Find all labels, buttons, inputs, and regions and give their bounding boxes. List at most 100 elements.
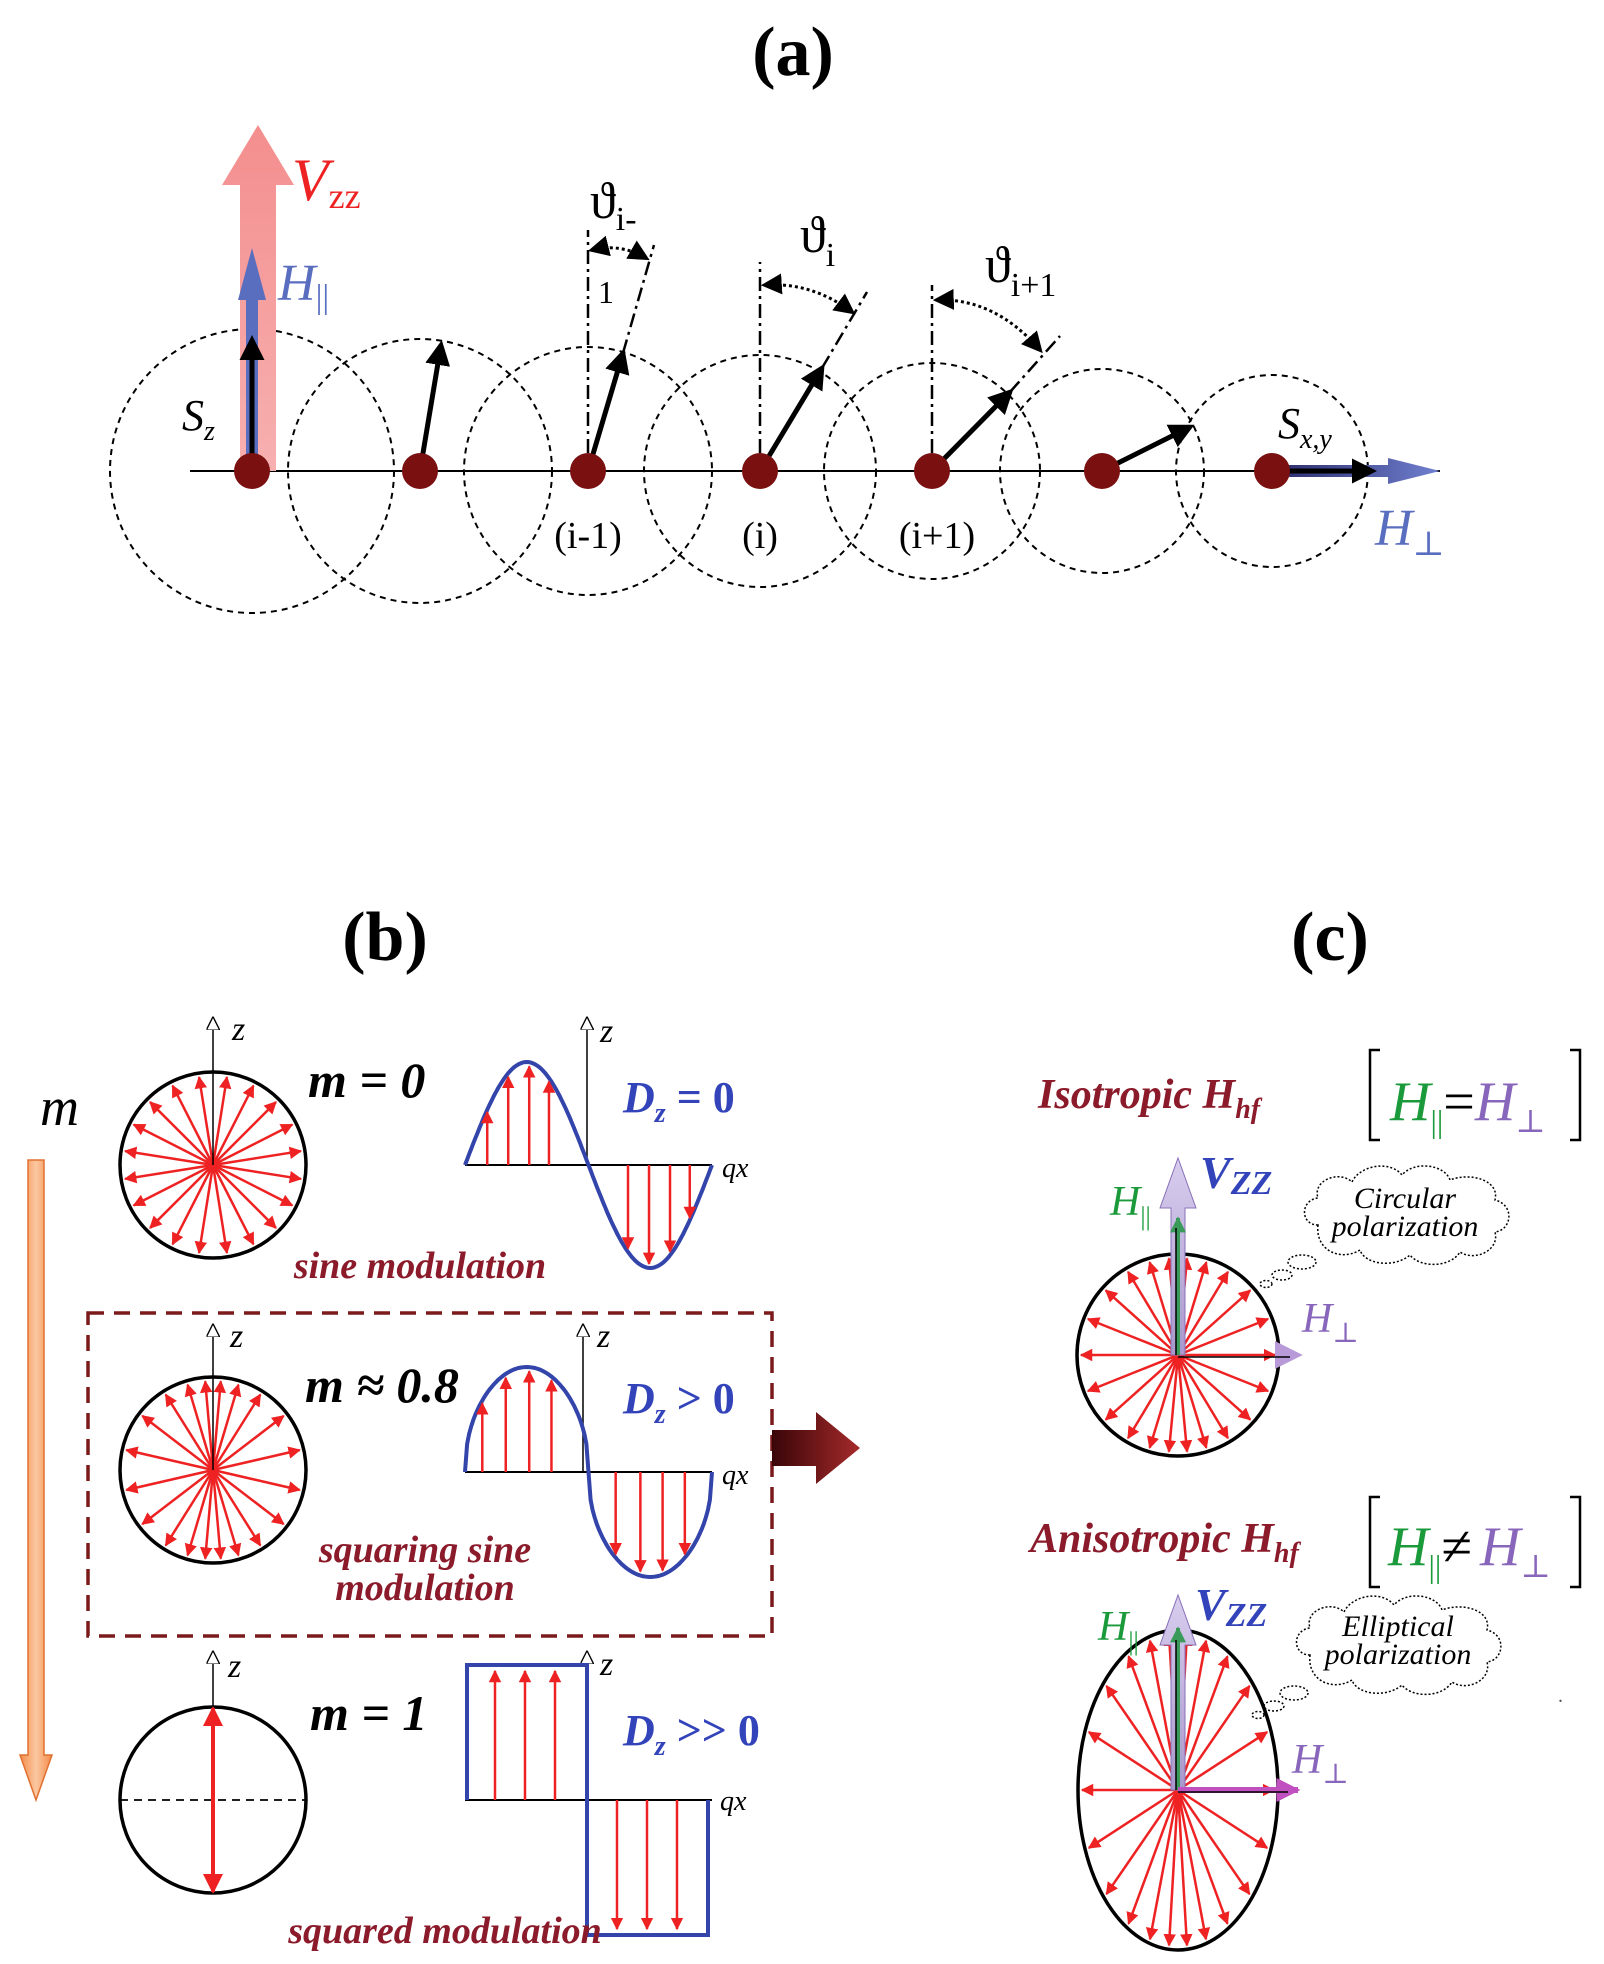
panel-b: (b) m z m = 0 z qx Dz = 0 sine modulatio… (18, 899, 860, 1952)
iso-relation: H||=H⊥ (1368, 1048, 1582, 1142)
sxy-label: Sx,y (1278, 399, 1332, 455)
spin-fan-arrow (1176, 1655, 1230, 1791)
angle-label-i: ϑi (800, 207, 835, 274)
dz-label: Dz = 0 (622, 1073, 735, 1129)
spin-fan-arrow (1087, 1731, 1179, 1792)
site-dots (234, 453, 1290, 489)
spin-fan-arrow (141, 1469, 214, 1526)
spin-direction-line (1009, 335, 1061, 393)
hperp-label-c: H⊥ (1301, 1296, 1359, 1349)
spin-fan-arrow (1087, 1788, 1179, 1849)
spin-fan-arrow (212, 1164, 277, 1229)
modulation-plot (463, 1364, 714, 1580)
spin-fan-arrow (184, 1383, 215, 1471)
spin-fan-arrow (1176, 1789, 1251, 1896)
spin-fan-arrow (141, 1414, 214, 1471)
spin-fan-arrow (1176, 1270, 1230, 1356)
spin-fan-arrow (1145, 1789, 1180, 1941)
spin-fan-arrow (1086, 1317, 1179, 1357)
spin-fan-arrow (1177, 1354, 1252, 1421)
anisotropic-block: Anisotropic Hhf H||≠H⊥ Elliptical polari… (1027, 1495, 1582, 1952)
spin-direction-line (820, 291, 869, 369)
modulation-caption: squared modulation (287, 1910, 602, 1952)
modulation-curve (465, 1663, 710, 1937)
spin-fan-arrow (1126, 1655, 1180, 1791)
bracket-left (1368, 1495, 1380, 1589)
bracket-right (1570, 1048, 1582, 1142)
spin-fan-arrow (1104, 1289, 1179, 1356)
angle-arc (932, 288, 1043, 354)
spin-fan-arrow (211, 1393, 262, 1471)
bracket-right (1570, 1495, 1582, 1589)
spin-fan-arrow (123, 1146, 214, 1167)
angle-label-i-plus-1: ϑi+1 (985, 237, 1056, 304)
spin-fan-arrow (125, 1446, 214, 1472)
spin-arrow (585, 348, 630, 472)
spin-fan-arrow (1176, 1354, 1193, 1453)
spin-fan-arrow (1176, 1789, 1230, 1925)
angle-label-i-minus-1: ϑi- (590, 173, 637, 238)
spin-fan-arrow (199, 1469, 215, 1560)
isotropic-block: Isotropic Hhf H||=H⊥ Circular polarizati… (1037, 1048, 1582, 1458)
row-m0: z m = 0 z qx Dz = 0 sine modulation (118, 1011, 749, 1287)
m-value-label: m = 0 (308, 1052, 425, 1108)
spin-direction-line (621, 244, 656, 354)
vzz-label-c: VZZ (1200, 1147, 1272, 1202)
spin-fan-arrow (1146, 1354, 1180, 1449)
spin-fan-arrow (211, 1469, 227, 1560)
spin-fan-arrow (1176, 1684, 1251, 1791)
spin-fan-arrow (1126, 1270, 1180, 1356)
cloud-text: polarization (1323, 1638, 1472, 1671)
spin-fan-arrow (211, 1084, 255, 1166)
angle-arc (587, 235, 650, 261)
spin-fan-arrow (211, 1469, 262, 1547)
site-label-i-minus-1: (i-1) (554, 515, 622, 557)
spin-fan-arrow (1177, 1317, 1270, 1357)
hpar-label-c: H|| (1097, 1604, 1139, 1656)
modulation-caption: squaring sine (318, 1529, 531, 1571)
spin-fan-arrow (132, 1163, 214, 1207)
iso-title: Isotropic Hhf (1037, 1072, 1263, 1125)
cloud-text: Elliptical (1341, 1610, 1454, 1643)
iso-relation-text: H||=H⊥ (1389, 1071, 1545, 1139)
site-label-i: (i) (742, 515, 778, 557)
spin-fan-arrow (212, 1163, 303, 1184)
spin-fan-arrow (171, 1164, 215, 1246)
z-label: z (599, 1646, 613, 1683)
spin-fan-arrow (212, 1469, 285, 1526)
spin-fan-arrow (212, 1101, 277, 1166)
spin-fan-arrow (1177, 1353, 1270, 1393)
spin-fan-arrow (1176, 1789, 1211, 1941)
modulation-curve (463, 1364, 714, 1580)
highlight-box (86, 1311, 774, 1638)
panel-c-label: (c) (1291, 899, 1369, 976)
qx-label: qx (720, 1786, 747, 1817)
cloud-text: Circular (1354, 1182, 1457, 1215)
spin-fan-arrow (211, 1383, 242, 1471)
spin-arrow (930, 388, 1014, 473)
site-dot (742, 453, 778, 489)
spin-fan-arrow (212, 1163, 294, 1207)
modulation-caption: sine modulation (293, 1245, 546, 1287)
spin-arrows (239, 335, 1377, 484)
spin-fan-arrow (211, 1075, 232, 1166)
spin-fan-arrow (132, 1123, 214, 1167)
angle-label-i-minus-1-sub2: 1 (598, 274, 614, 310)
spin-fan-arrow (1105, 1684, 1180, 1791)
spin-fan-arrow (199, 1380, 215, 1471)
spin-fan-arrow (1177, 1731, 1269, 1792)
vzz-label-c: VZZ (1195, 1579, 1267, 1634)
spin-fan-arrow (123, 1163, 214, 1184)
z-label: z (229, 1318, 243, 1355)
hperp-label-a: H⊥ (1374, 500, 1445, 563)
spin-fan-arrow (1163, 1789, 1180, 1947)
spin-fan-arrow (171, 1084, 215, 1166)
dot-mark: . (1558, 1685, 1563, 1707)
spin-fan-arrow (211, 1164, 232, 1255)
row-m08: z m ≈ 0.8 z qx Dz > 0 squaring sine modu… (118, 1318, 749, 1609)
spin-fan-arrow (149, 1164, 214, 1229)
sz-label: Sz (182, 391, 215, 447)
site-label-i-plus-1: (i+1) (899, 515, 975, 557)
z-label: z (599, 1013, 613, 1050)
